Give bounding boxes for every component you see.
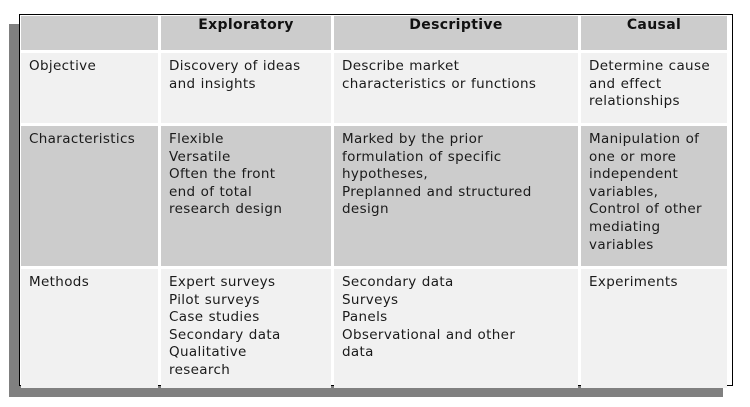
comparison-table: Exploratory Descriptive Causal Objective… [18, 13, 730, 391]
table-row-characteristics: Characteristics Flexible Versatile Often… [21, 126, 727, 266]
cell-characteristics-causal: Manipulation of one or more independent … [581, 126, 727, 266]
cell-methods-descriptive: Secondary data Surveys Panels Observatio… [334, 269, 578, 388]
research-design-table: Exploratory Descriptive Causal Objective… [19, 14, 733, 388]
row-label-methods: Methods [21, 269, 158, 388]
cell-characteristics-exploratory: Flexible Versatile Often the front end o… [161, 126, 331, 266]
cell-methods-exploratory: Expert surveys Pilot surveys Case studie… [161, 269, 331, 388]
header-row: Exploratory Descriptive Causal [21, 16, 727, 50]
row-label-characteristics: Characteristics [21, 126, 158, 266]
cell-methods-causal: Experiments [581, 269, 727, 388]
cell-objective-causal: Determine cause and effect relationships [581, 53, 727, 123]
cell-characteristics-descriptive: Marked by the prior formulation of speci… [334, 126, 578, 266]
header-descriptive: Descriptive [334, 16, 578, 50]
cell-objective-descriptive: Describe market characteristics or funct… [334, 53, 578, 123]
table-row-objective: Objective Discovery of ideas and insight… [21, 53, 727, 123]
header-corner [21, 16, 158, 50]
cell-objective-exploratory: Discovery of ideas and insights [161, 53, 331, 123]
table-row-methods: Methods Expert surveys Pilot surveys Cas… [21, 269, 727, 388]
header-causal: Causal [581, 16, 727, 50]
row-label-objective: Objective [21, 53, 158, 123]
header-exploratory: Exploratory [161, 16, 331, 50]
